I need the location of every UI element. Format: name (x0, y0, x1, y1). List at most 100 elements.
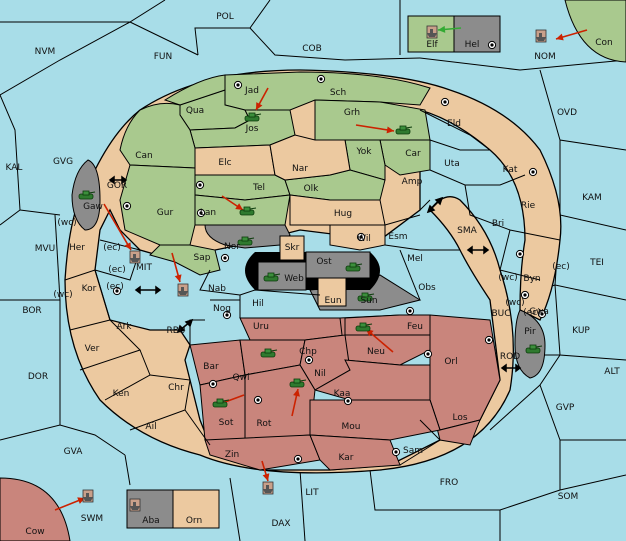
supply-center-icon (484, 335, 494, 345)
supply-center-icon (112, 286, 122, 296)
army-unit-icon[interactable] (345, 262, 363, 272)
region-Sot-fill[interactable] (199, 374, 246, 441)
land-region-label: Ost (316, 257, 332, 267)
land-region-label: Ver (85, 344, 100, 354)
land-region-label: Gur (157, 208, 174, 218)
land-region-label: Yok (355, 147, 372, 157)
land-region-label: Aba (142, 516, 159, 526)
army-unit-icon[interactable] (525, 344, 543, 354)
land-region-label: Can (135, 151, 153, 161)
region-Zin-fill[interactable] (204, 434, 321, 471)
green-territories (119, 71, 431, 276)
land-region-label: Hel (465, 40, 480, 50)
order-arrow (255, 87, 269, 111)
army-unit-icon[interactable] (289, 378, 307, 388)
sea-region-label: ALT (604, 367, 620, 377)
strait-arrows (108, 175, 522, 373)
land-region-label: Eld (447, 119, 461, 129)
sea-region-label: COB (302, 44, 322, 54)
land-region-label: Olk (304, 184, 320, 194)
land-region-label: Ken (113, 389, 130, 399)
fleet-unit-icon[interactable] (129, 250, 141, 264)
coast-tag-label: (wc) (53, 290, 72, 300)
order-arrow (555, 29, 588, 41)
land-region-label: Ail (145, 422, 156, 432)
order-arrows (54, 25, 588, 511)
fleet-unit-icon[interactable] (82, 489, 94, 503)
region-Elc-fill[interactable] (194, 144, 276, 176)
land-region-label: Gaw (83, 202, 103, 212)
army-unit-icon[interactable] (395, 125, 413, 135)
land-region-label: Wil (357, 234, 371, 244)
land-region-label: Byn (523, 274, 540, 284)
land-region-label: Nil (314, 369, 326, 379)
region-Pir-fill[interactable] (514, 309, 546, 379)
army-unit-icon[interactable] (244, 112, 262, 122)
sea-region-label: NVM (35, 47, 56, 57)
sea-region-label: KAM (582, 193, 602, 203)
region-Nar-fill[interactable] (269, 134, 351, 181)
army-unit-icon[interactable] (78, 190, 96, 200)
region-Kar-fill[interactable] (309, 434, 401, 471)
fleet-unit-icon[interactable] (129, 498, 141, 512)
land-region-label: Web (284, 274, 304, 284)
supply-center-icon (208, 379, 218, 389)
army-unit-icon[interactable] (212, 398, 230, 408)
sea-region-label: BUC (491, 309, 510, 319)
land-region-label: Nab (208, 284, 226, 294)
coast-tag-label: (wc) (57, 218, 76, 228)
land-region-label: Grh (344, 108, 360, 118)
region-Sch-fill[interactable] (224, 71, 431, 111)
sea-region-label: Con (595, 38, 613, 48)
region-Gur-fill[interactable] (119, 164, 196, 246)
land-region-label: Hil (252, 299, 264, 309)
land-region-label: Jad (244, 86, 259, 96)
army-unit-icon[interactable] (357, 292, 375, 302)
land-region-label: Sam (403, 446, 423, 456)
order-arrow (261, 460, 270, 482)
army-unit-icon[interactable] (239, 206, 257, 216)
fleet-unit-icon[interactable] (426, 25, 438, 39)
unit-layer (78, 25, 547, 512)
land-region-label: Chp (299, 347, 317, 357)
coast-tag-label: (wc) (498, 273, 517, 283)
army-unit-icon[interactable] (237, 236, 255, 246)
land-region-label: Jos (245, 124, 259, 134)
sea-region-label: POL (216, 12, 234, 22)
fleet-unit-icon[interactable] (177, 283, 189, 297)
supply-center-icon (356, 232, 366, 242)
fleet-unit-icon[interactable] (262, 481, 274, 495)
sea-region-label: GOR (107, 181, 127, 191)
region-Ost-fill[interactable] (305, 251, 371, 279)
region-Eun-fill[interactable] (317, 277, 347, 307)
land-region-label: Elc (218, 158, 231, 168)
army-unit-icon[interactable] (263, 272, 281, 282)
sea-region-label: FRO (440, 478, 459, 488)
land-region-label: Los (452, 413, 467, 423)
region-Sap-fill[interactable] (149, 244, 221, 276)
army-unit-icon[interactable] (355, 322, 373, 332)
supply-center-icon (316, 74, 326, 84)
army-unit-icon[interactable] (260, 348, 278, 358)
land-region-label: Ark (116, 322, 132, 332)
land-region-label: Lan (200, 208, 216, 218)
sea-region-label: LIT (305, 488, 319, 498)
supply-center-icon (196, 208, 206, 218)
order-arrow (171, 252, 182, 283)
region-Jad-fill-ext[interactable] (163, 74, 226, 106)
fleet-unit-icon[interactable] (535, 29, 547, 43)
sea-region-label: SWM (81, 514, 103, 524)
sea-region-label: BOR (22, 306, 41, 316)
land-region-label: Bar (203, 362, 219, 372)
land-region-label: Bri (492, 219, 504, 229)
land-region-label: Sap (194, 253, 211, 263)
region-Skr-fill[interactable] (279, 235, 305, 261)
land-region-label: Nor (224, 242, 240, 252)
region-Orn-fill[interactable] (172, 489, 220, 529)
coast-tag-label: (ec) (103, 243, 121, 253)
supply-center-icon (253, 395, 263, 405)
region-Mou-fill[interactable] (309, 399, 441, 441)
land-region-label: Sun (360, 296, 377, 306)
